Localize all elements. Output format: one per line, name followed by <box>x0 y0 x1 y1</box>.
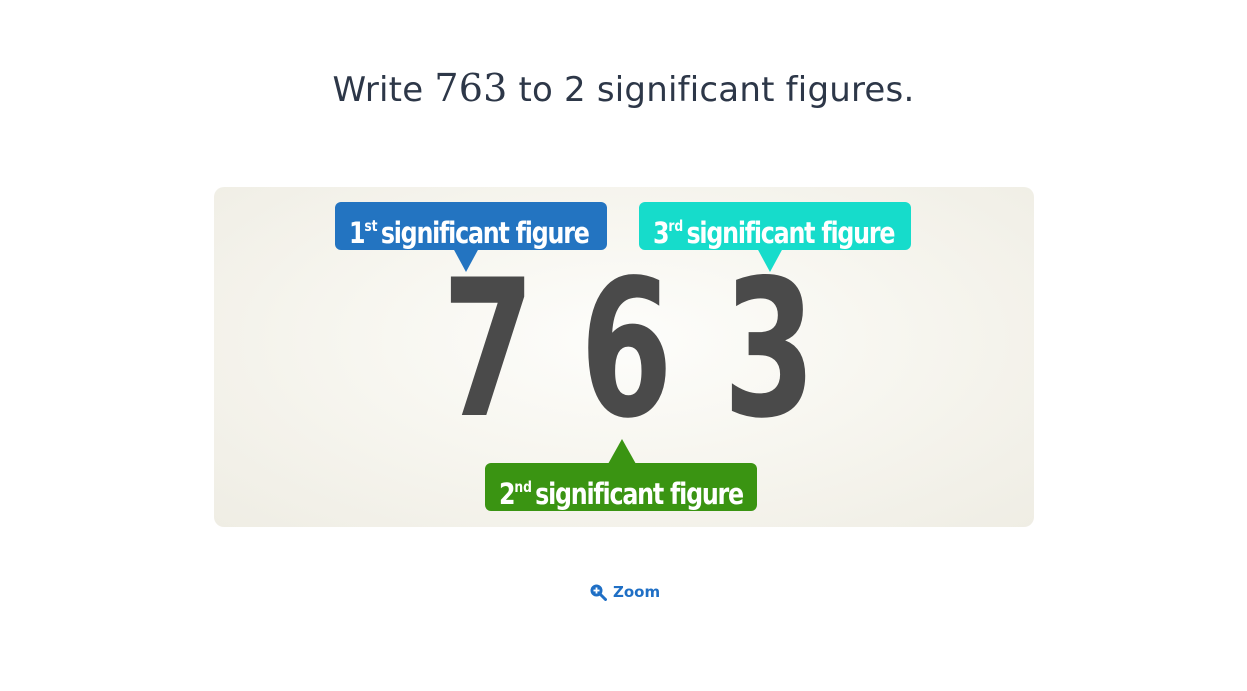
zoom-label: Zoom <box>613 583 661 601</box>
callout-pointer <box>608 439 636 464</box>
digit-second: 6 <box>580 239 673 460</box>
callout-ordinal: 2 <box>499 477 516 511</box>
callout-pointer <box>453 248 479 272</box>
zoom-button[interactable]: Zoom <box>589 583 660 601</box>
callout-text: significant figure <box>686 216 895 250</box>
callout-ordinal: 3 <box>653 216 670 250</box>
digit-third: 3 <box>723 239 816 460</box>
callout-ordinal: 1 <box>349 216 366 250</box>
digit-first: 7 <box>442 239 535 460</box>
callout-text: significant figure <box>380 216 590 250</box>
question-suffix: to 2 significant figures. <box>518 70 915 110</box>
callout-ordinal-suffix: st <box>364 217 378 235</box>
callout-text: significant figure <box>535 477 744 511</box>
callout-ordinal-suffix: rd <box>668 217 684 235</box>
zoom-in-icon <box>589 583 607 601</box>
callout-ordinal-suffix: nd <box>514 478 532 496</box>
question-text: Write 763 to 2 significant figures. <box>0 66 1247 110</box>
callout-pointer <box>757 248 783 272</box>
question-prefix: Write <box>332 70 424 110</box>
question-number: 763 <box>434 66 508 110</box>
